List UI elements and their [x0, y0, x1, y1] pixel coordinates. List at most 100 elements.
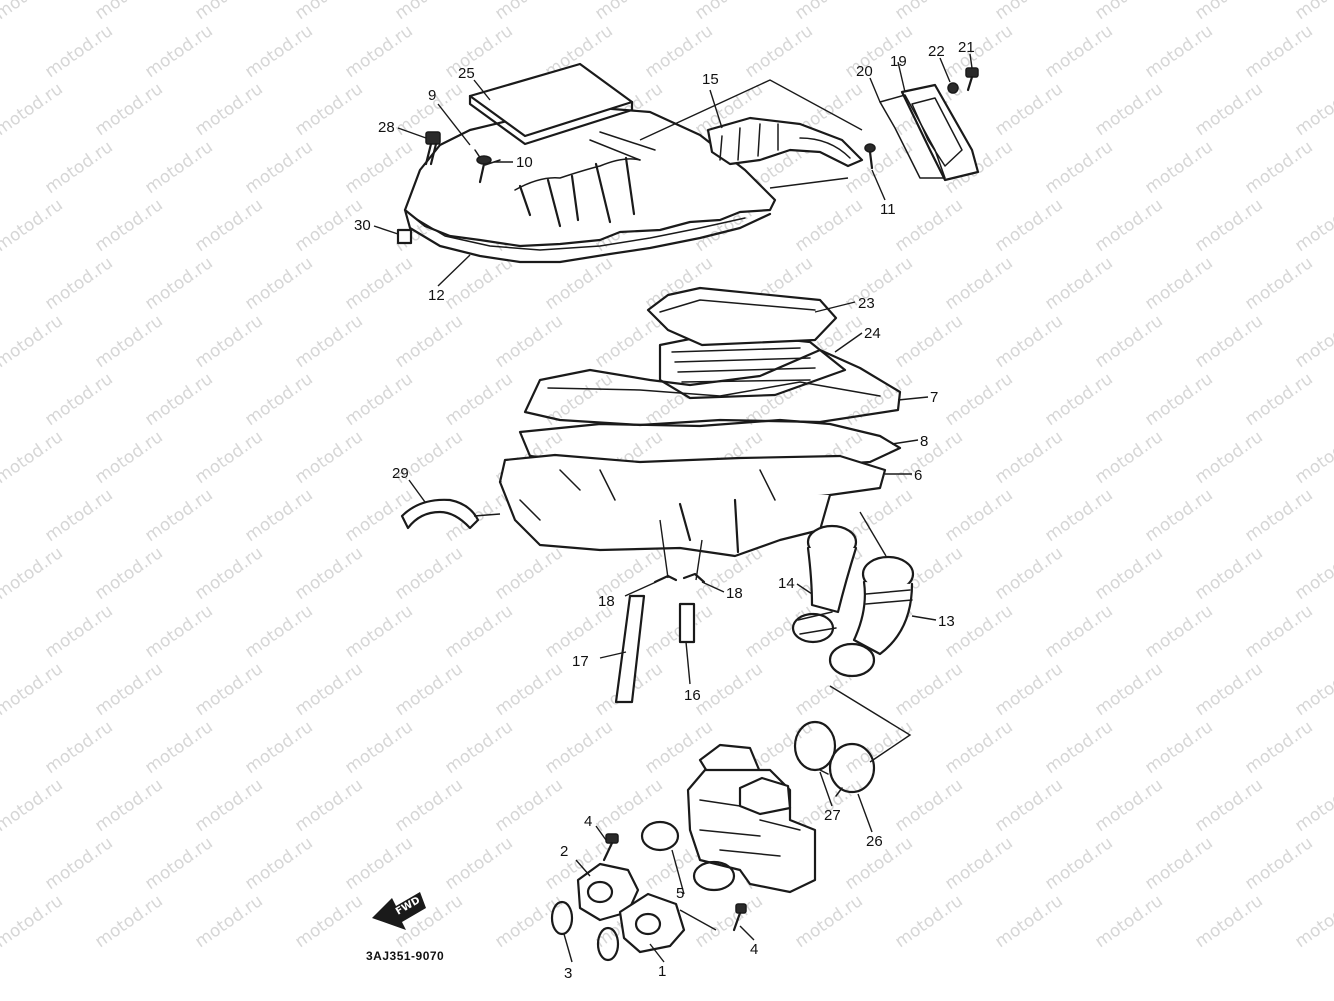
diagram-code: 3AJ351-9070: [366, 949, 444, 963]
watermark-text: motod.ru: [1141, 137, 1216, 198]
watermark-text: motod.ru: [991, 0, 1066, 24]
watermark-text: motod.ru: [241, 21, 316, 82]
label-part-4a: 4: [584, 813, 592, 830]
bolt-part-21: [965, 67, 979, 92]
watermark-text: motod.ru: [91, 543, 166, 604]
watermark-text: motod.ru: [1141, 485, 1216, 546]
hose-part-16: [678, 602, 696, 644]
watermark-text: motod.ru: [441, 833, 516, 894]
watermark-text: motod.ru: [291, 775, 366, 836]
part-labels: 25 9 28 10 30 12 15 20 19 22 21 11 23 24…: [354, 39, 975, 982]
watermark-text: motod.ru: [0, 427, 67, 488]
watermark-text: motod.ru: [191, 427, 266, 488]
watermark-text: motod.ru: [1041, 137, 1116, 198]
label-part-15: 15: [702, 71, 719, 88]
screw-part-10: [476, 155, 492, 184]
label-part-5: 5: [676, 885, 684, 902]
air-case-part-6: [498, 453, 887, 558]
label-part-29: 29: [392, 465, 409, 482]
watermark-text: motod.ru: [891, 659, 966, 720]
watermark-text: motod.ru: [91, 311, 166, 372]
watermark-text: motod.ru: [1141, 21, 1216, 82]
label-part-10: 10: [516, 154, 533, 171]
case-cover-part-12: [403, 106, 777, 264]
watermark-text: motod.ru: [1241, 485, 1316, 546]
watermark-text: motod.ru: [691, 659, 766, 720]
strap-part-29: [400, 498, 480, 530]
watermark-text: motod.ru: [91, 79, 166, 140]
watermark-text: motod.ru: [141, 137, 216, 198]
watermark-text: motod.ru: [891, 0, 966, 24]
watermark-text: motod.ru: [1141, 369, 1216, 430]
label-part-27: 27: [824, 807, 841, 824]
intake-joint-part-1: [618, 892, 686, 954]
label-part-21: 21: [958, 39, 975, 56]
label-part-2: 2: [560, 843, 568, 860]
watermark-text: motod.ru: [391, 311, 466, 372]
watermark-text: motod.ru: [1241, 21, 1316, 82]
watermark-text: motod.ru: [1241, 601, 1316, 662]
watermark-text: motod.ru: [1091, 775, 1166, 836]
watermark-text: motod.ru: [1191, 543, 1266, 604]
watermark-text: motod.ru: [291, 79, 366, 140]
watermark-text: motod.ru: [1291, 891, 1334, 952]
watermark-text: motod.ru: [191, 659, 266, 720]
label-part-18b: 18: [726, 585, 743, 602]
watermark-text: motod.ru: [1291, 0, 1334, 24]
watermark-text: motod.ru: [291, 0, 366, 24]
label-part-9: 9: [428, 87, 436, 104]
watermark-text: motod.ru: [291, 543, 366, 604]
label-part-14: 14: [778, 575, 795, 592]
watermark-text: motod.ru: [1041, 717, 1116, 778]
watermark-text: motod.ru: [941, 369, 1016, 430]
watermark-text: motod.ru: [1091, 311, 1166, 372]
watermark-text: motod.ru: [491, 891, 566, 952]
watermark-text: motod.ru: [291, 659, 366, 720]
watermark-text: motod.ru: [341, 21, 416, 82]
watermark-text: motod.ru: [291, 891, 366, 952]
screw-part-4b: [732, 903, 747, 932]
watermark-text: motod.ru: [141, 717, 216, 778]
watermark-text: motod.ru: [41, 485, 116, 546]
watermark-text: motod.ru: [1091, 427, 1166, 488]
watermark-text: motod.ru: [141, 833, 216, 894]
watermark-text: motod.ru: [1041, 369, 1116, 430]
label-part-23: 23: [858, 295, 875, 312]
watermark-text: motod.ru: [341, 833, 416, 894]
watermark-text: motod.ru: [941, 717, 1016, 778]
label-part-13: 13: [938, 613, 955, 630]
watermark-text: motod.ru: [1291, 775, 1334, 836]
watermark-text: motod.ru: [291, 311, 366, 372]
watermark-text: motod.ru: [1141, 833, 1216, 894]
watermark-text: motod.ru: [41, 253, 116, 314]
watermark-text: motod.ru: [241, 833, 316, 894]
watermark-text: motod.ru: [741, 21, 816, 82]
watermark-text: motod.ru: [191, 775, 266, 836]
watermark-text: motod.ru: [491, 775, 566, 836]
watermark-text: motod.ru: [141, 253, 216, 314]
watermark-text: motod.ru: [991, 891, 1066, 952]
watermark-text: motod.ru: [891, 311, 966, 372]
watermark-text: motod.ru: [241, 717, 316, 778]
watermark-text: motod.ru: [1091, 659, 1166, 720]
watermark-text: motod.ru: [841, 21, 916, 82]
watermark-text: motod.ru: [841, 137, 916, 198]
label-part-22: 22: [928, 43, 945, 60]
watermark-text: motod.ru: [241, 485, 316, 546]
label-part-28: 28: [378, 119, 395, 136]
watermark-text: motod.ru: [1241, 717, 1316, 778]
watermark-text: motod.ru: [0, 0, 67, 24]
cover-part-23: [646, 286, 838, 347]
watermark-text: motod.ru: [991, 659, 1066, 720]
watermark-text: motod.ru: [341, 601, 416, 662]
joint-part-13: [828, 555, 915, 678]
watermark-text: motod.ru: [1041, 601, 1116, 662]
watermark-text: motod.ru: [1191, 427, 1266, 488]
watermark-text: motod.ru: [1191, 0, 1266, 24]
watermark-text: motod.ru: [991, 543, 1066, 604]
watermark-text: motod.ru: [1291, 79, 1334, 140]
watermark-text: motod.ru: [991, 427, 1066, 488]
watermark-text: motod.ru: [991, 79, 1066, 140]
watermark-text: motod.ru: [1091, 891, 1166, 952]
